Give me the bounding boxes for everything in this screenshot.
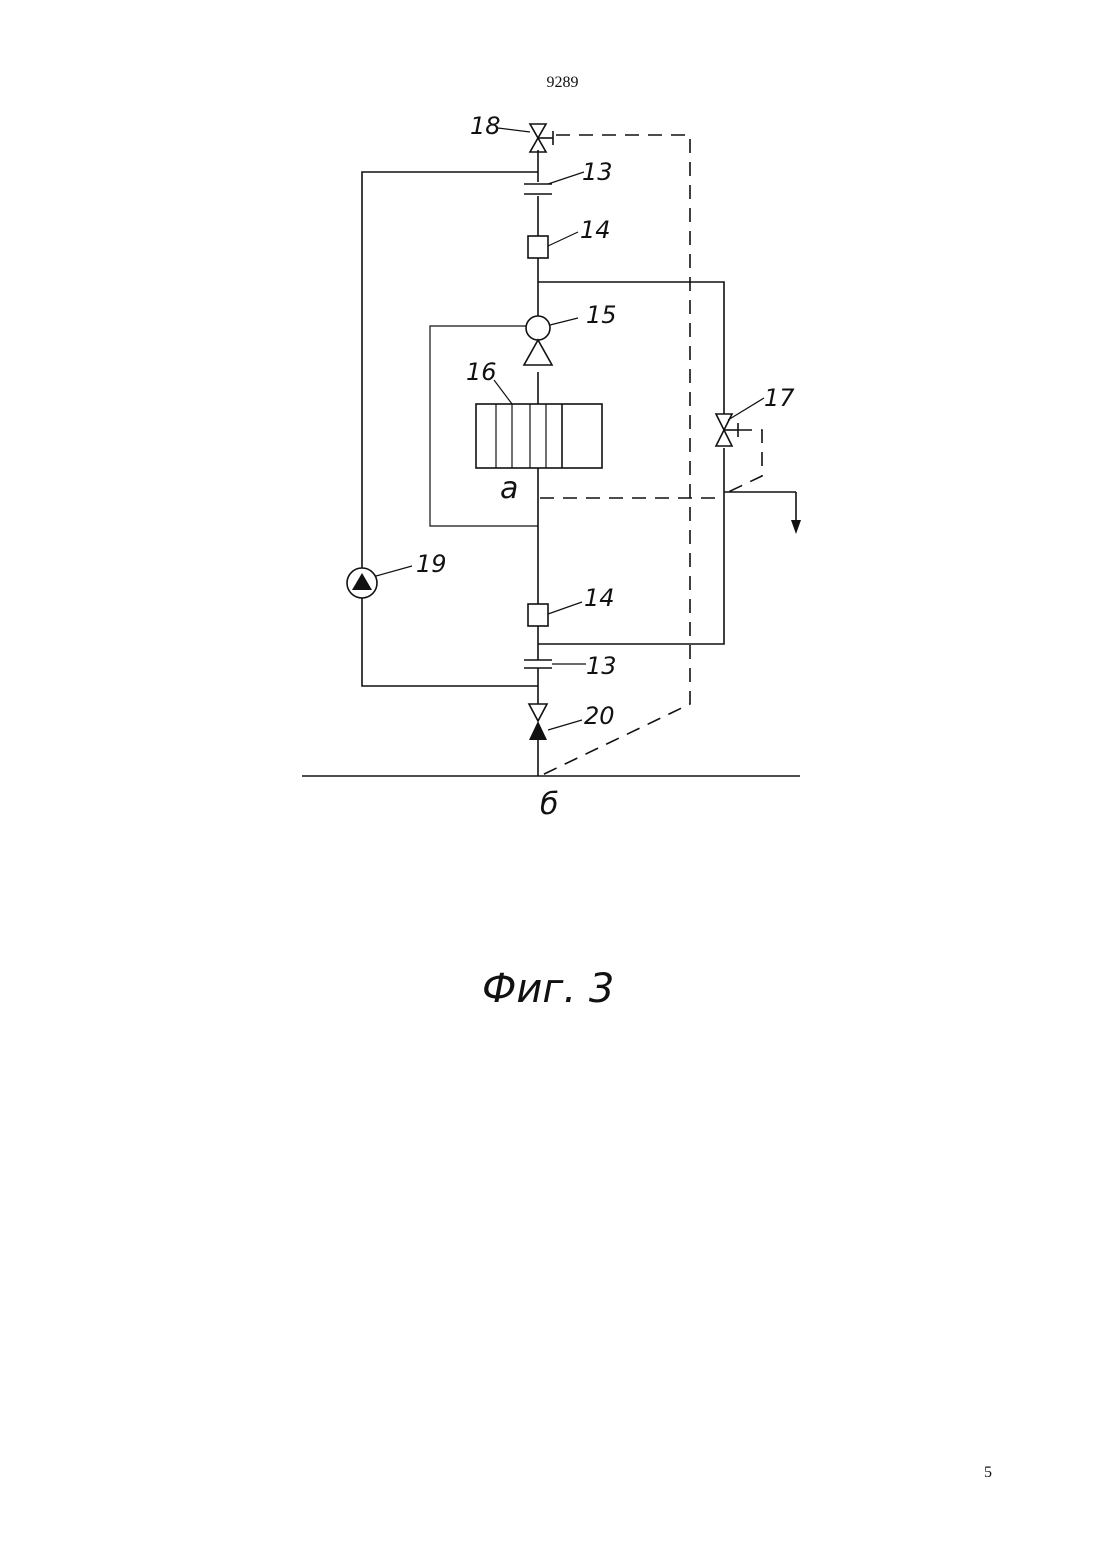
figure-caption: Фиг. 3: [482, 966, 614, 1012]
sensor-14-top: [528, 236, 548, 258]
orifice-13-bottom: [524, 660, 552, 668]
control-lines: [540, 135, 762, 776]
page-number: 5: [984, 1464, 992, 1482]
label-14-bottom: 14: [584, 584, 615, 612]
label-15: 15: [586, 301, 617, 329]
block-16: [476, 404, 602, 468]
label-13-top: 13: [582, 158, 613, 186]
pump-15: [524, 316, 552, 365]
pump-19: [347, 568, 377, 598]
valve-18: [530, 124, 553, 152]
pump-bypass-loop: [430, 326, 538, 526]
label-17: 17: [764, 384, 795, 412]
orifice-13-top: [524, 184, 552, 194]
label-13-bottom: 13: [586, 652, 617, 680]
label-20: 20: [584, 702, 615, 730]
check-valve-20: [529, 704, 547, 740]
valve-17: [716, 414, 738, 446]
label-19: 19: [416, 550, 447, 578]
label-a: a: [500, 471, 518, 506]
label-18: 18: [470, 112, 501, 140]
label-16: 16: [466, 358, 497, 386]
sensor-14-bottom: [528, 604, 548, 626]
label-14-top: 14: [580, 216, 611, 244]
label-b: б: [540, 787, 559, 822]
leader-lines: [376, 128, 764, 730]
